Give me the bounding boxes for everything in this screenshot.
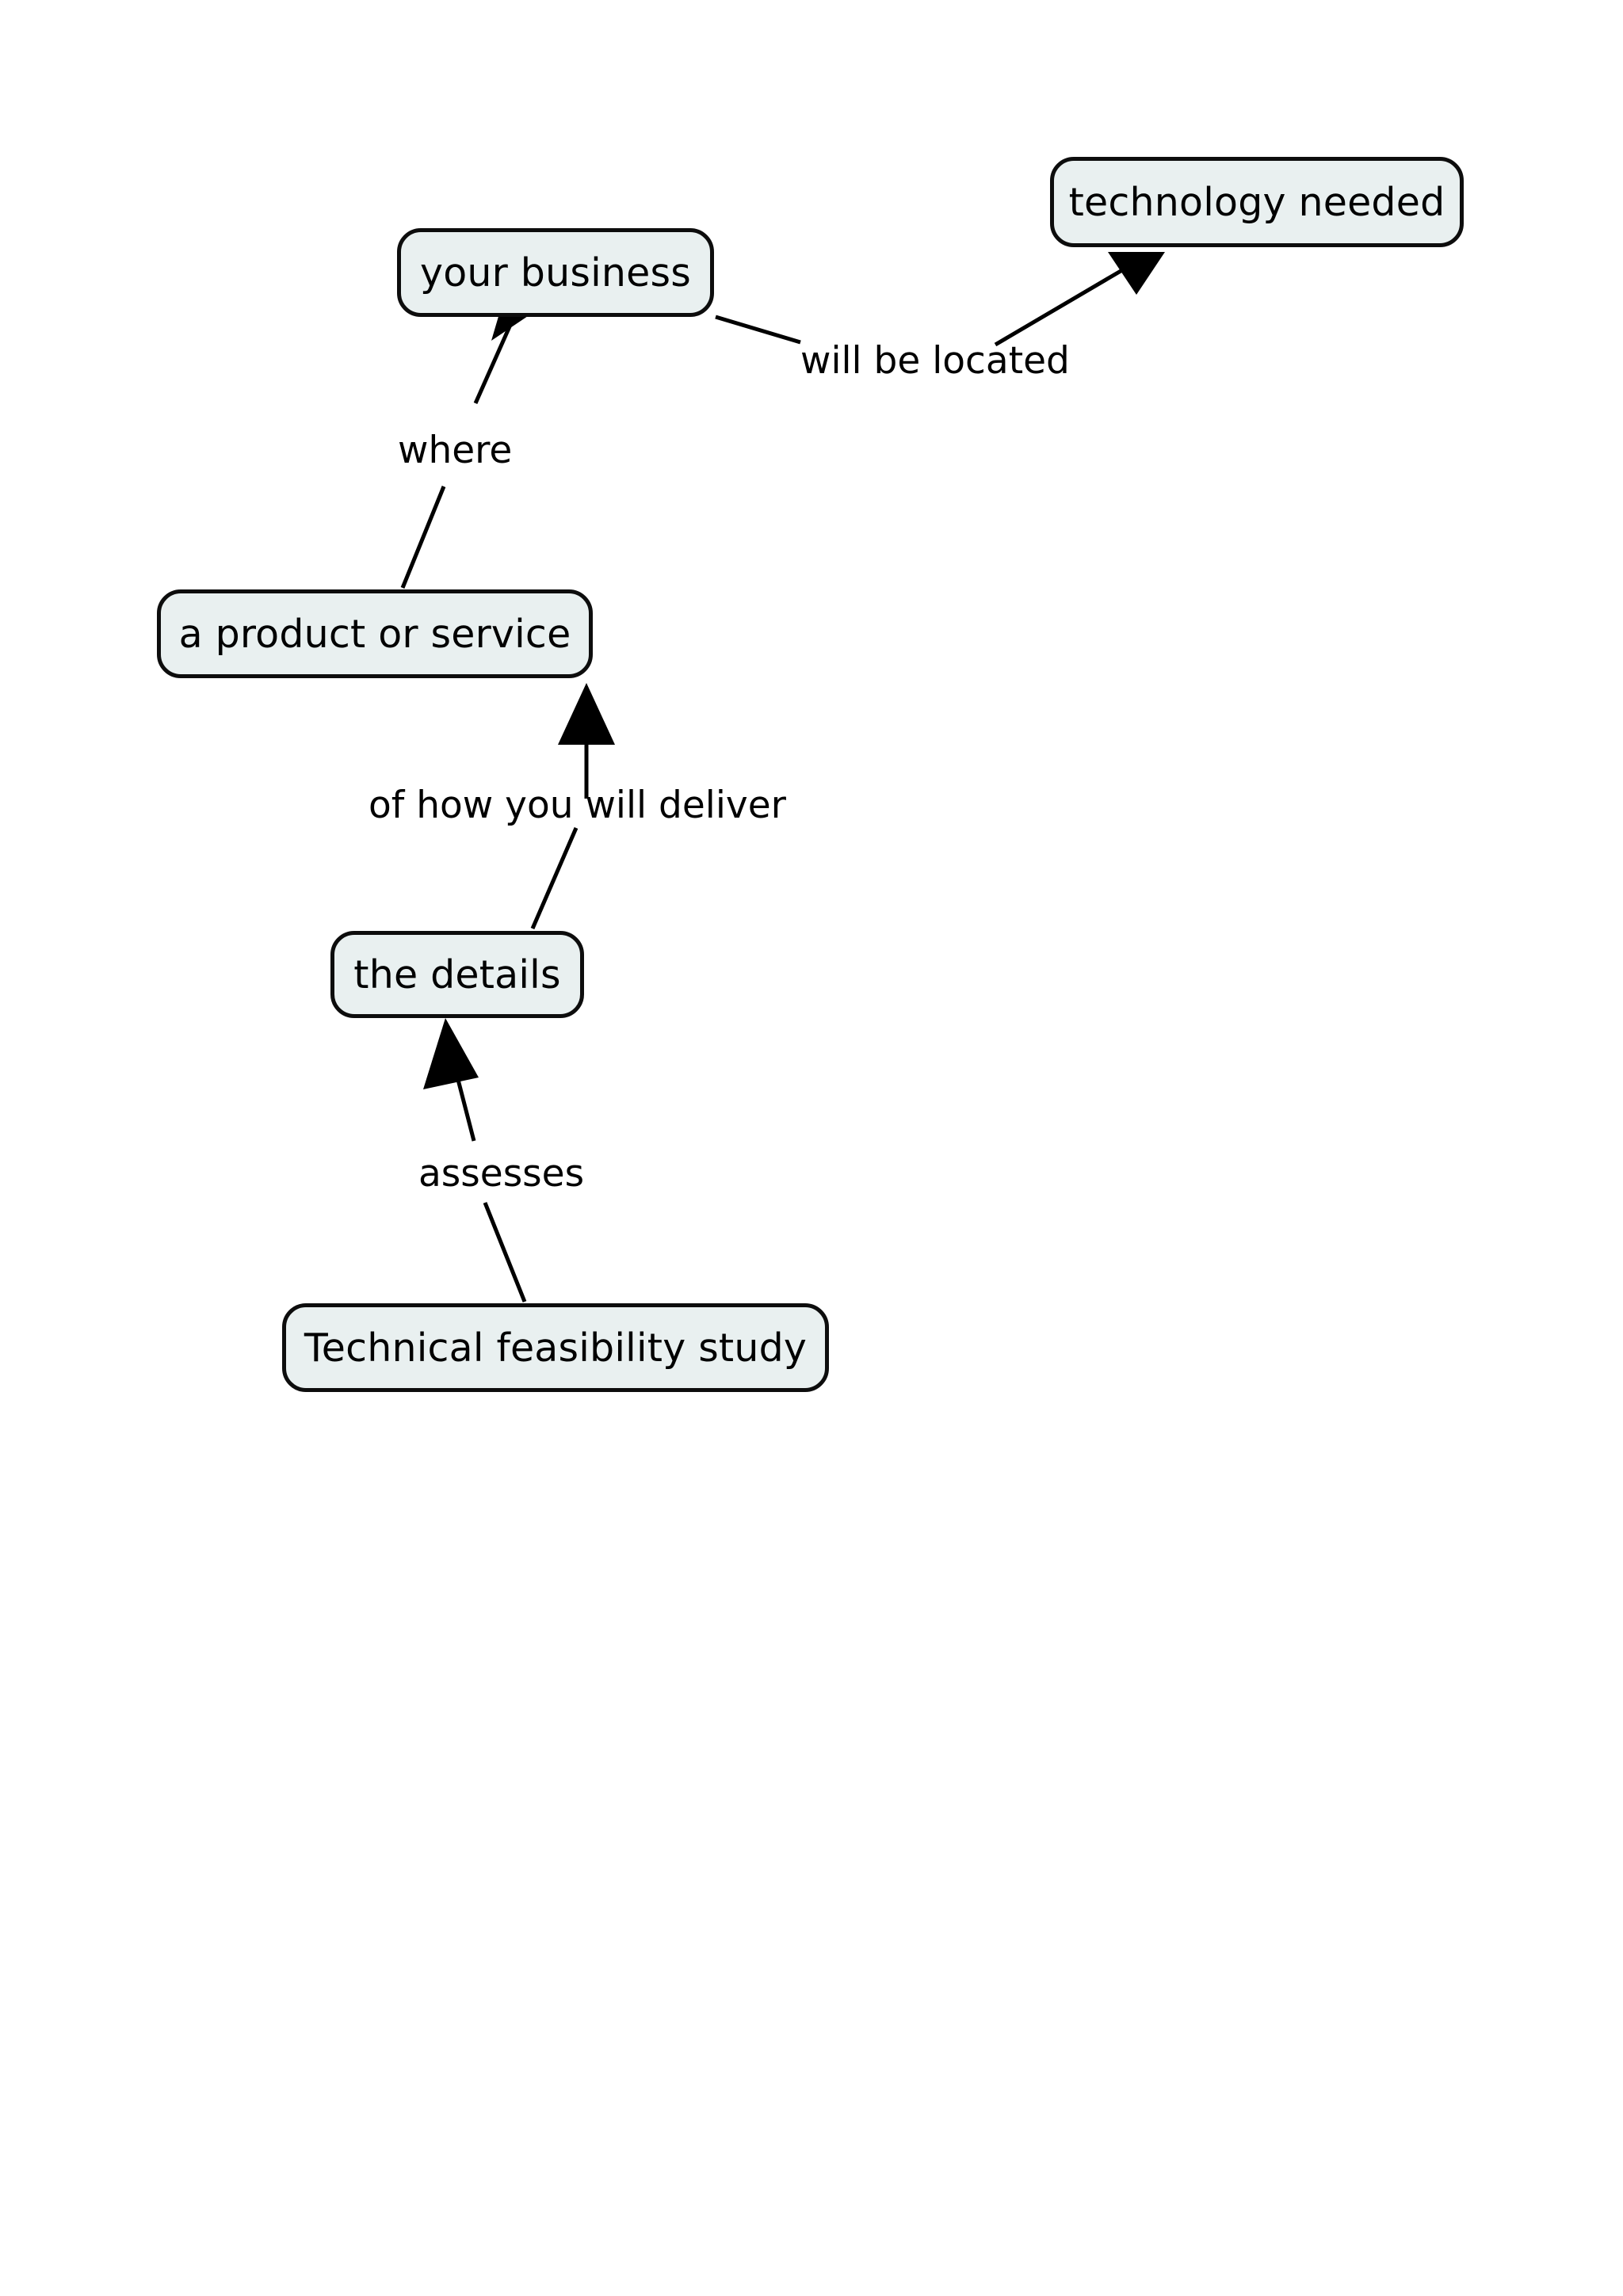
- node-the-details[interactable]: the details: [330, 931, 584, 1018]
- edge-label-of-how-you-will-deliver: of how you will deliver: [369, 784, 786, 827]
- node-label: the details: [353, 952, 561, 997]
- node-label: your business: [420, 250, 691, 296]
- arrowhead-up: [423, 1018, 479, 1089]
- edge-business-technology: [715, 252, 1165, 347]
- edge-details-product: [530, 683, 615, 929]
- edge-label-where: where: [398, 429, 513, 472]
- edge-label-will-be-located: will be located: [800, 339, 1070, 383]
- node-a-product-or-service[interactable]: a product or service: [157, 589, 593, 678]
- node-label: a product or service: [178, 611, 571, 657]
- node-your-business[interactable]: your business: [397, 228, 714, 317]
- node-technical-feasibility-study[interactable]: Technical feasibility study: [282, 1303, 829, 1392]
- arrowhead-down: [1108, 252, 1165, 295]
- node-technology-needed[interactable]: technology needed: [1050, 157, 1464, 247]
- node-label: technology needed: [1068, 179, 1445, 225]
- node-label: Technical feasibility study: [304, 1325, 808, 1371]
- edge-label-assesses: assesses: [418, 1152, 585, 1196]
- arrowhead-up: [558, 683, 615, 745]
- edge-study-details: [423, 1018, 527, 1302]
